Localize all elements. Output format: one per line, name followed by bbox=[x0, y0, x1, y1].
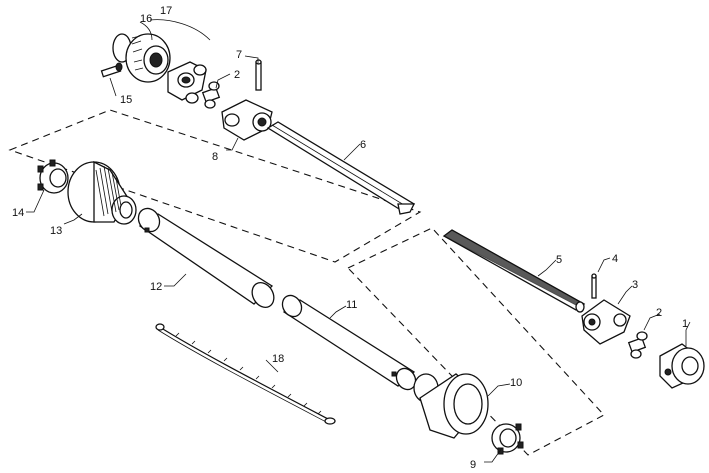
callout-1: 1 bbox=[682, 318, 688, 330]
part-9-lower-bearing-ring bbox=[491, 423, 524, 455]
callout-15: 15 bbox=[120, 94, 132, 106]
part-2-cross-upper bbox=[201, 81, 221, 109]
callout-11: 11 bbox=[346, 299, 357, 311]
part-13-outer-guard-cone bbox=[67, 160, 137, 225]
callout-9: 9 bbox=[470, 459, 476, 471]
part-2-cross-lower bbox=[627, 331, 648, 359]
callout-5: 5 bbox=[556, 254, 562, 266]
callout-18: 18 bbox=[272, 353, 284, 365]
callout-14: 14 bbox=[12, 207, 24, 219]
callout-2-lower: 2 bbox=[656, 307, 662, 319]
callout-12: 12 bbox=[150, 281, 162, 293]
part-10-lower-guard-cone bbox=[413, 373, 489, 439]
part-6-upper-profile-tube bbox=[266, 121, 416, 215]
callout-4: 4 bbox=[612, 253, 618, 265]
upper-group-outline bbox=[8, 109, 422, 263]
part-18-safety-chain bbox=[155, 323, 336, 425]
part-14-bearing-ring bbox=[37, 159, 69, 194]
part-15-bolt bbox=[100, 62, 123, 78]
callout-8: 8 bbox=[212, 151, 218, 163]
callout-17: 17 bbox=[160, 5, 172, 17]
part-3-lower-inner-yoke bbox=[581, 299, 631, 345]
callout-6: 6 bbox=[360, 139, 366, 151]
part-1-lower-yoke bbox=[659, 343, 705, 389]
callout-13: 13 bbox=[50, 225, 62, 237]
upper-yoke bbox=[167, 61, 207, 104]
callout-7: 7 bbox=[236, 49, 242, 61]
part-7-pin bbox=[255, 59, 262, 91]
part-12-upper-tube bbox=[137, 207, 275, 308]
callout-16: 16 bbox=[140, 13, 152, 25]
part-16-clutch-ring bbox=[112, 33, 171, 83]
callout-10: 10 bbox=[510, 377, 522, 389]
part-4-pin bbox=[591, 273, 597, 299]
callout-3: 3 bbox=[632, 279, 638, 291]
callout-2-upper: 2 bbox=[234, 69, 240, 81]
part-5-lower-profile-tube bbox=[442, 229, 586, 313]
leader-lines bbox=[26, 19, 691, 463]
part-8-inner-yoke bbox=[221, 99, 273, 141]
part-11-lower-tube bbox=[281, 294, 417, 391]
